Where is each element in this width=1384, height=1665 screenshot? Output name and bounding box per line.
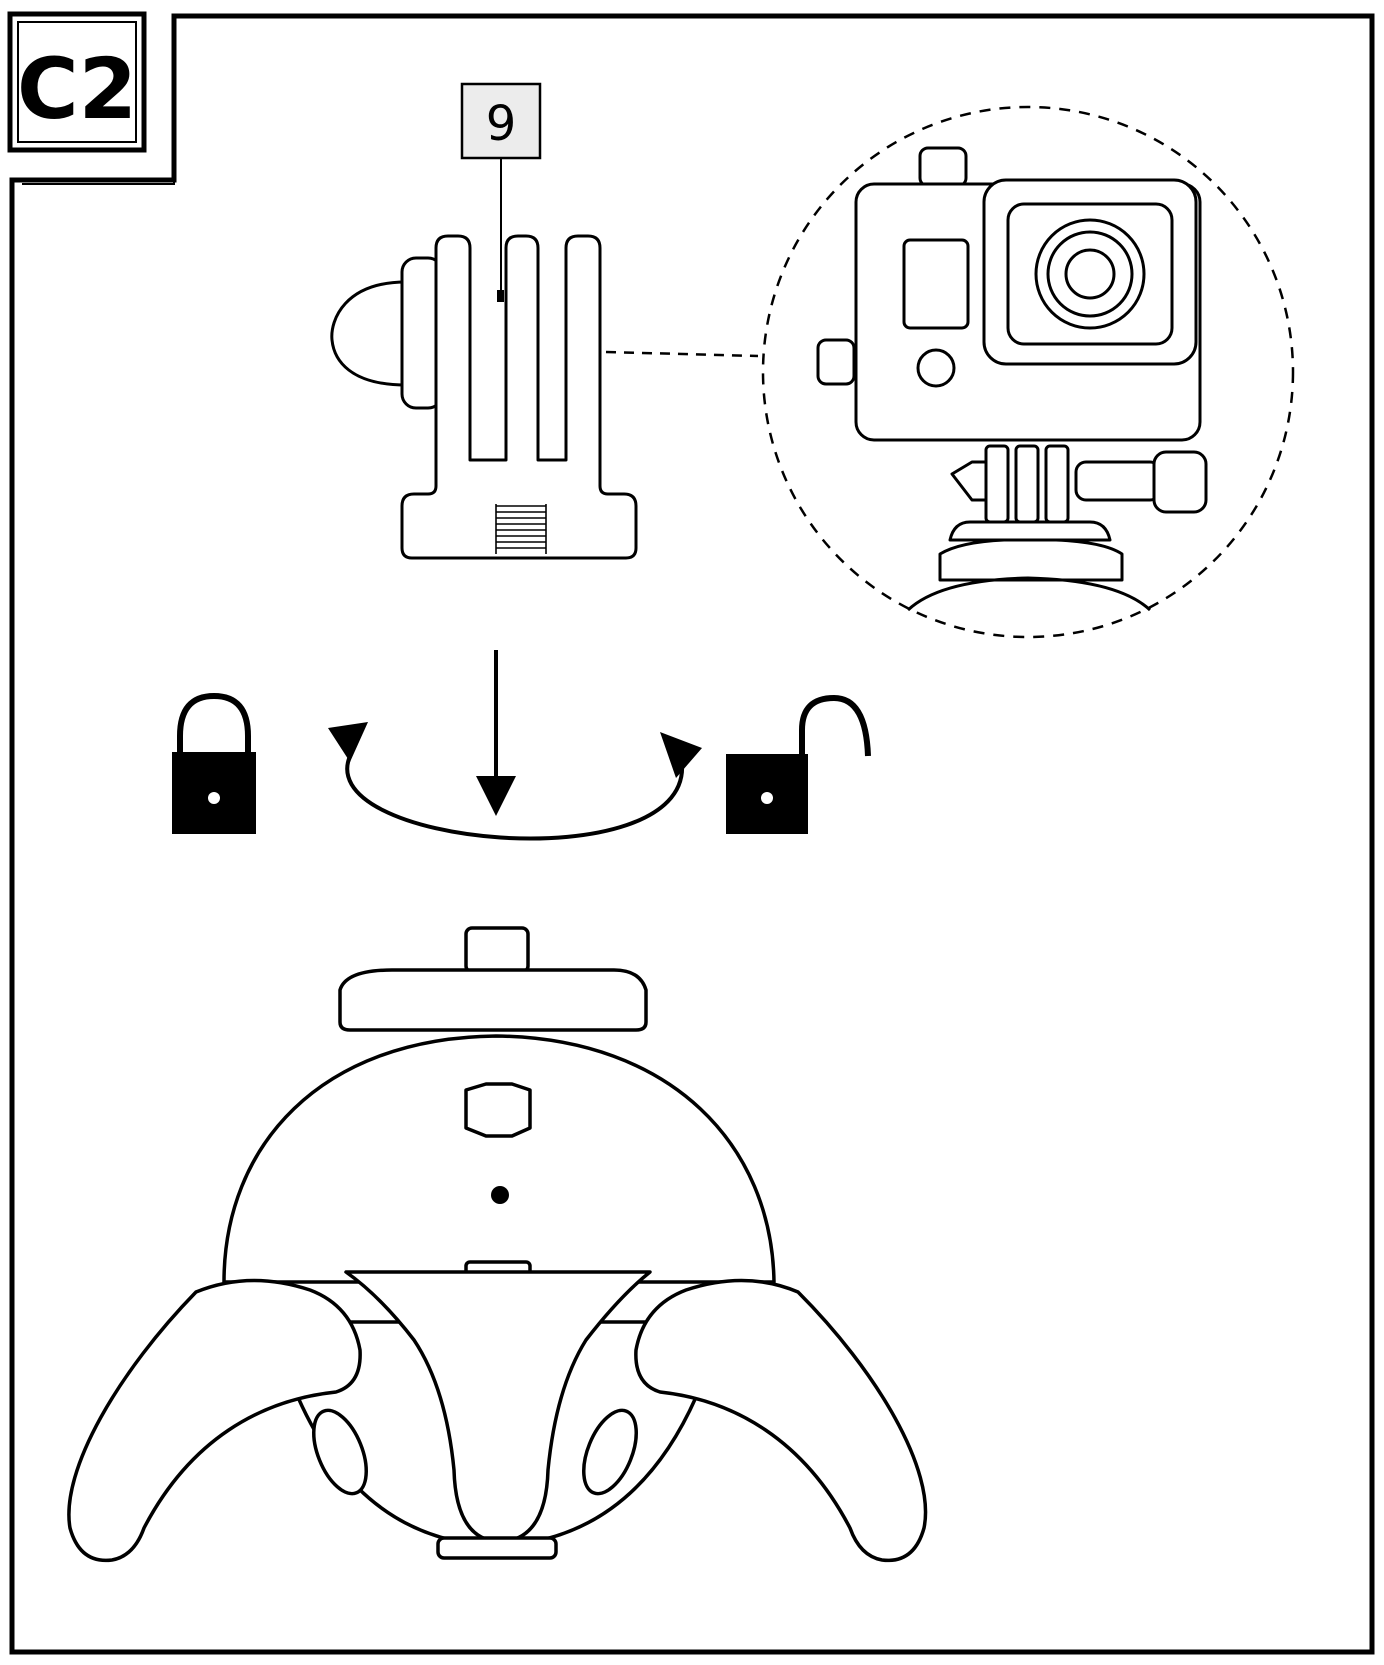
- part-label-box: 9: [460, 82, 542, 302]
- rotate-arrow-icon: [328, 722, 702, 841]
- pan-head-device: [67, 926, 928, 1563]
- frame-inner-line: [22, 26, 175, 185]
- bottom-foot: [436, 1536, 558, 1560]
- camera-detail-view: [761, 105, 1295, 639]
- right-leg: [634, 1278, 928, 1563]
- leg-cutout-left: [312, 1408, 368, 1496]
- leg-cutout-right: [582, 1408, 638, 1496]
- padlock-closed-icon: [172, 692, 256, 834]
- left-leg: [67, 1278, 362, 1563]
- dome-body: [222, 1034, 776, 1284]
- status-led: [491, 1186, 509, 1204]
- adapter-thread: [495, 504, 547, 554]
- padlock-open-icon: [726, 694, 871, 834]
- adapter-mount-part: [330, 234, 638, 560]
- step-label-box: C2: [7, 11, 147, 153]
- action-camera-icon: [816, 146, 1202, 442]
- detail-connector: [605, 350, 759, 358]
- step-label: C2: [17, 40, 137, 138]
- top-plate: [338, 968, 648, 1032]
- detail-mount: [906, 444, 1208, 612]
- part-label: 9: [486, 96, 517, 152]
- adapter-knob-cap: [330, 280, 408, 387]
- top-screw-knob: [464, 926, 530, 974]
- side-mount-hole: [464, 1082, 532, 1138]
- adapter-body: [400, 234, 638, 560]
